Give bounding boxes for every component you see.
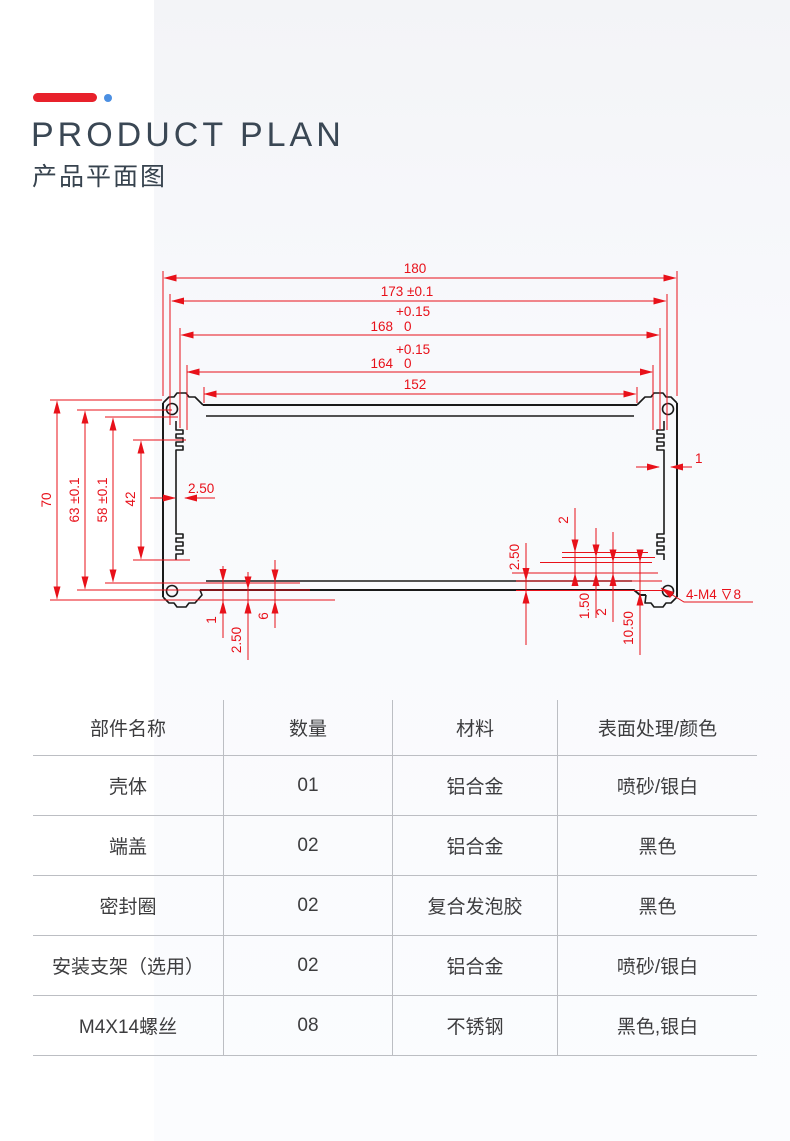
table-row: 壳体 01 铝合金 喷砂/银白 (33, 756, 757, 816)
table-row: 端盖 02 铝合金 黑色 (33, 816, 757, 876)
table-cell: 08 (224, 996, 393, 1055)
product-plan-drawing: 180 173 ±0.1 +0.15 168 0 +0.15 164 0 152… (39, 261, 753, 660)
table-header-cell: 数量 (224, 700, 393, 755)
dim-63: 63 ±0.1 (67, 478, 82, 523)
table-cell: 不锈钢 (393, 996, 558, 1055)
dim-164-tol-bot: 0 (404, 356, 412, 371)
callout-side-wall: 1 (695, 451, 703, 466)
table-cell: 02 (224, 876, 393, 935)
table-cell: 黑色,银白 (616, 1017, 699, 1038)
table-cell: 黑色 (638, 837, 677, 858)
table-cell: 铝合金 (393, 936, 558, 995)
dim-173: 173 ±0.1 (381, 284, 433, 299)
dim-168-tol-top: +0.15 (396, 304, 430, 319)
dim-br-1050: 10.50 (621, 611, 636, 645)
page-title-en: PRODUCT PLAN (31, 116, 345, 154)
table-cell: 喷砂/银白 (616, 777, 699, 798)
table-cell: 02 (224, 816, 393, 875)
table-header-cell: 材料 (393, 700, 558, 755)
table-header-cell: 表面处理/颜色 (597, 719, 718, 740)
dim-bl-6: 6 (256, 612, 271, 620)
table-row: 密封圈 02 复合发泡胶 黑色 (33, 876, 757, 936)
dim-br-2a: 2 (556, 516, 571, 524)
thread-note: 4-M4 8 (686, 587, 741, 602)
table-cell: 铝合金 (393, 816, 558, 875)
dim-168-tol-bot: 0 (404, 319, 412, 334)
screw-boss-top-right (661, 402, 675, 416)
page-background-panel (154, 0, 790, 1141)
brand-red-dash (33, 93, 97, 102)
dim-70: 70 (39, 492, 54, 507)
dim-42: 42 (123, 491, 138, 506)
table-row: M4X14螺丝 08 不锈钢 黑色,银白 (33, 996, 757, 1056)
table-header-cell: 部件名称 (33, 700, 224, 755)
table-cell: 01 (224, 756, 393, 815)
table-cell: 复合发泡胶 (393, 876, 558, 935)
dim-br-2b: 2 (594, 608, 609, 616)
brand-blue-dot-icon (104, 94, 112, 102)
table-cell: 壳体 (33, 756, 224, 815)
table-cell: 喷砂/银白 (616, 957, 699, 978)
table-cell: 安装支架（选用） (33, 936, 224, 995)
table-cell: M4X14螺丝 (33, 996, 224, 1055)
dim-bl-1: 1 (204, 616, 219, 624)
dim-bl-250: 2.50 (229, 627, 244, 653)
screw-boss-bottom-left (165, 584, 179, 598)
dim-br-150: 1.50 (577, 593, 592, 619)
dim-180: 180 (404, 261, 427, 276)
parts-table: 部件名称 数量 材料 表面处理/颜色 壳体 01 铝合金 喷砂/银白 端盖 02… (33, 700, 757, 1056)
table-cell: 端盖 (33, 816, 224, 875)
thread-note-prefix: 4-M4 (686, 587, 717, 602)
table-cell: 密封圈 (33, 876, 224, 935)
dimension-labels: 180 173 ±0.1 +0.15 168 0 +0.15 164 0 152… (39, 261, 741, 653)
dim-152: 152 (404, 377, 427, 392)
table-cell: 黑色 (638, 897, 677, 918)
dim-br-250: 2.50 (507, 544, 522, 570)
enclosure-profile (162, 392, 678, 608)
callout-inner-wall: 2.50 (188, 481, 214, 496)
depth-symbol-icon (722, 589, 731, 601)
thread-note-depth: 8 (734, 587, 742, 602)
dimension-lines (50, 271, 753, 660)
table-cell: 02 (224, 936, 393, 995)
dim-164: 164 (370, 356, 393, 371)
dim-164-tol-top: +0.15 (396, 342, 430, 357)
page-title-zh: 产品平面图 (32, 163, 168, 191)
dim-168: 168 (370, 319, 393, 334)
table-row: 安装支架（选用） 02 铝合金 喷砂/银白 (33, 936, 757, 996)
screw-boss-top-left (165, 402, 179, 416)
table-header-row: 部件名称 数量 材料 表面处理/颜色 (33, 700, 757, 756)
table-cell: 铝合金 (393, 756, 558, 815)
dim-58: 58 ±0.1 (95, 478, 110, 523)
